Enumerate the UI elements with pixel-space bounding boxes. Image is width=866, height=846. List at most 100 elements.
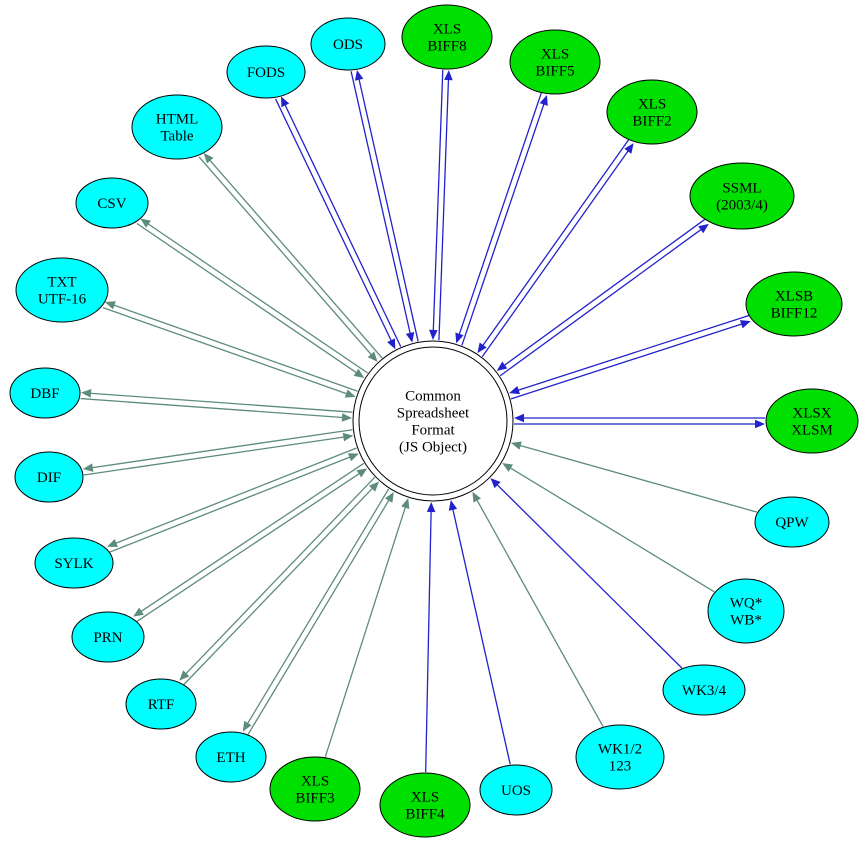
diagram-node-ods: ODS <box>310 17 386 71</box>
diagram-node-dif: DIF <box>14 451 84 503</box>
edge-line <box>499 228 702 377</box>
node-label-line: WK3/4 <box>682 683 727 699</box>
edge-line <box>274 98 393 342</box>
node-label-line: QPW <box>775 515 809 531</box>
edge-line <box>91 429 353 469</box>
edge-line <box>108 456 351 553</box>
edge-line <box>503 218 706 367</box>
arrowhead <box>140 218 151 228</box>
edge-line <box>461 103 545 346</box>
node-label-line: TXT <box>47 275 76 291</box>
node-label-line: CSV <box>97 196 126 212</box>
edge-line <box>140 462 365 613</box>
arrowhead <box>755 419 765 429</box>
edge-line <box>89 392 353 413</box>
edge-line <box>482 139 630 347</box>
edge-sylk <box>107 447 359 553</box>
node-label-line: BIFF5 <box>535 64 574 80</box>
edge-line <box>115 447 357 545</box>
node-ellipse-wq-wb <box>707 578 785 644</box>
arrowhead <box>384 491 394 503</box>
arrowhead <box>82 463 94 472</box>
node-label-line: XLS <box>433 22 461 38</box>
node-label-csv: CSV <box>97 196 126 212</box>
edge-line <box>83 436 345 476</box>
arrowhead <box>107 539 118 548</box>
arrowhead <box>502 463 514 472</box>
arrowhead <box>509 385 520 395</box>
node-ellipse-xlsx <box>765 388 859 454</box>
node-label-uos: UOS <box>501 783 531 799</box>
arrowhead <box>347 453 359 462</box>
diagram-node-rtf: RTF <box>125 678 197 730</box>
node-ellipse-eth <box>195 731 267 783</box>
edge-line <box>284 104 402 347</box>
arrowhead <box>342 432 354 442</box>
edge-xls-biff2 <box>477 139 634 358</box>
edge-line <box>425 510 432 773</box>
arrowhead <box>514 413 524 423</box>
node-ellipse-wk12 <box>575 724 665 790</box>
diagram-node-uos: UOS <box>479 764 553 816</box>
node-ellipse-rtf <box>125 678 197 730</box>
node-ellipse-xls-biff2 <box>606 79 698 145</box>
arrowhead <box>280 96 290 108</box>
node-ellipse-ssml <box>689 162 795 230</box>
arrowhead <box>179 670 190 681</box>
edge-line <box>438 79 450 341</box>
arrowhead <box>401 498 410 509</box>
node-label-line: BIFF3 <box>295 791 334 807</box>
edge-line <box>209 159 383 359</box>
node-label-sylk: SYLK <box>54 556 93 572</box>
node-ellipse-dif <box>14 451 84 503</box>
diagram-node-eth: ETH <box>195 731 267 783</box>
edge-html-table <box>198 152 383 362</box>
edge-line <box>452 508 511 765</box>
arrowhead <box>698 223 709 234</box>
edge-xls-biff4 <box>425 501 436 773</box>
edge-line <box>350 71 411 335</box>
node-label-line: XLS <box>411 790 439 806</box>
edge-line <box>246 488 390 725</box>
diagram-node-qpw: QPW <box>754 496 830 548</box>
edges-layer <box>80 69 765 773</box>
arrowhead <box>81 389 92 398</box>
edge-wk34 <box>490 478 683 669</box>
edge-prn <box>133 462 368 623</box>
node-label-wq-wb: WQ*WB* <box>730 596 763 629</box>
edge-line <box>509 467 715 593</box>
edge-line <box>80 397 344 419</box>
node-label-line: FODS <box>247 65 285 81</box>
arrowhead <box>490 478 501 489</box>
node-label-line: DBF <box>30 386 59 402</box>
edge-line <box>185 476 376 675</box>
node-label-line: UOS <box>501 783 531 799</box>
edge-line <box>458 92 542 336</box>
edge-line <box>481 150 629 358</box>
node-label-dbf: DBF <box>30 386 59 402</box>
node-ellipse-xls-biff3 <box>269 756 361 822</box>
edge-xls-biff8 <box>429 69 453 341</box>
center-label-line: Spreadsheet <box>397 406 470 422</box>
edge-fods <box>274 96 402 350</box>
edge-txt-utf16 <box>102 301 358 398</box>
node-label-prn: PRN <box>93 630 122 646</box>
diagram-node-sylk: SYLK <box>34 537 114 589</box>
arrowhead <box>739 320 751 329</box>
edge-line <box>147 223 369 374</box>
arrowhead <box>242 720 252 732</box>
edge-line <box>247 499 390 736</box>
arrowhead <box>387 338 396 350</box>
